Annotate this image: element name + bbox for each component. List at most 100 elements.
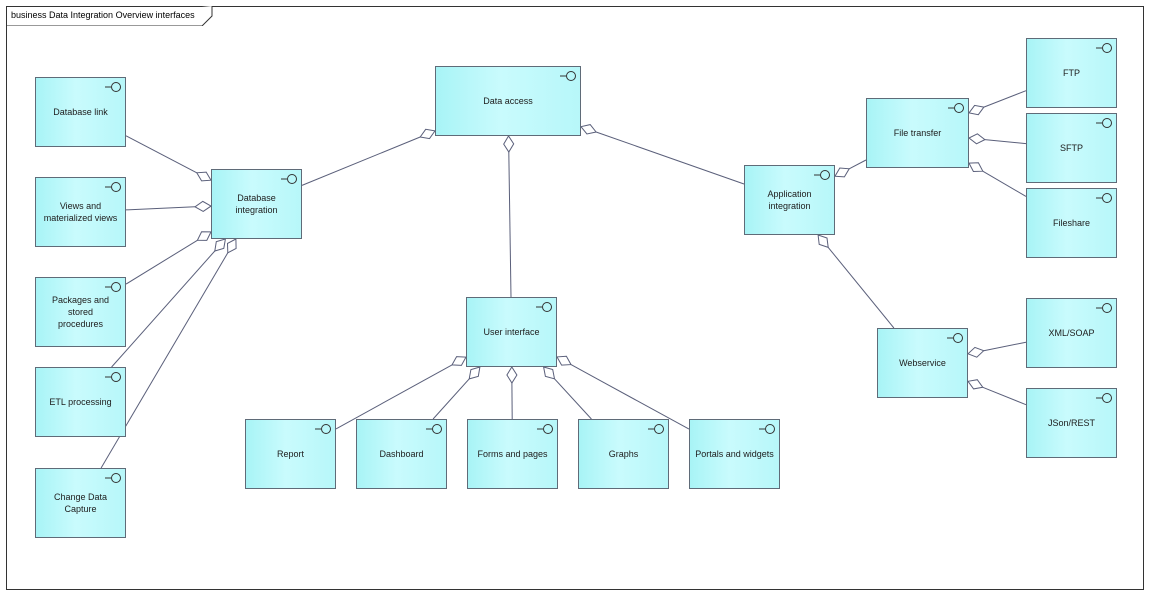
node-label: XML/SOAP (1048, 328, 1095, 338)
interface-circle-icon (105, 372, 121, 382)
node-label: Dashboard (379, 449, 424, 459)
node-label: Report (276, 449, 304, 459)
aggregation-diamond-icon (419, 128, 436, 140)
node-label: Views and materialized views (43, 201, 118, 223)
interface-circle-icon (537, 424, 553, 434)
node-label: Graphs (608, 449, 639, 459)
node-data-access[interactable]: Data access (435, 66, 581, 136)
node-file-transfer[interactable]: File transfer (866, 98, 969, 168)
connector-packages-to-database_integration[interactable] (125, 231, 212, 285)
interface-circle-icon (105, 282, 121, 292)
interface-circle-icon (814, 170, 830, 180)
interface-circle-icon (426, 424, 442, 434)
node-database-integration[interactable]: Database integration (211, 169, 302, 239)
connector-report-to-user_interface[interactable] (335, 356, 467, 430)
aggregation-diamond-icon (967, 346, 985, 358)
aggregation-diamond-icon (214, 238, 227, 252)
aggregation-diamond-icon (226, 238, 237, 254)
node-json-rest[interactable]: JSon/REST (1026, 388, 1117, 458)
node-portals-and-widgets[interactable]: Portals and widgets (689, 419, 780, 489)
node-label: User interface (483, 327, 540, 337)
connector-forms-to-user_interface[interactable] (506, 366, 518, 420)
diagram-title: business Data Integration Overview inter… (11, 10, 195, 20)
interface-circle-icon (759, 424, 775, 434)
node-label: Fileshare (1052, 218, 1090, 228)
connector-fileshare-to-file_transfer[interactable] (968, 162, 1027, 197)
node-label: FTP (1063, 68, 1080, 78)
connector-database_integration-to-data_access[interactable] (301, 128, 436, 186)
connector-etl-to-database_integration[interactable] (111, 238, 227, 368)
connector-line (508, 151, 512, 298)
aggregation-diamond-icon (194, 200, 212, 212)
node-label: Application integration (767, 189, 812, 211)
connector-line (984, 139, 1027, 145)
connector-line (827, 247, 895, 329)
node-user-interface[interactable]: User interface (466, 297, 557, 367)
interface-circle-icon (105, 82, 121, 92)
aggregation-diamond-icon (817, 234, 829, 249)
connector-graphs-to-user_interface[interactable] (542, 366, 592, 420)
connector-webservice-to-application_integration[interactable] (817, 234, 895, 329)
interface-circle-icon (536, 302, 552, 312)
connector-json_rest-to-webservice[interactable] (967, 379, 1027, 406)
node-webservice[interactable]: Webservice (877, 328, 968, 398)
node-sftp[interactable]: SFTP (1026, 113, 1117, 183)
node-database-link[interactable]: Database link (35, 77, 126, 147)
node-views-and-materialized-views[interactable]: Views and materialized views (35, 177, 126, 247)
node-label: Webservice (899, 358, 946, 368)
interface-circle-icon (948, 103, 964, 113)
connector-line (125, 239, 198, 285)
node-application-integration[interactable]: Application integration (744, 165, 835, 235)
node-forms-and-pages[interactable]: Forms and pages (467, 419, 558, 489)
aggregation-diamond-icon (542, 366, 556, 380)
node-fileshare[interactable]: Fileshare (1026, 188, 1117, 258)
node-label: Data access (483, 96, 533, 106)
connector-line (125, 206, 196, 211)
node-graphs[interactable]: Graphs (578, 419, 669, 489)
node-etl-processing[interactable]: ETL processing (35, 367, 126, 437)
connector-line (125, 135, 198, 174)
interface-circle-icon (1096, 43, 1112, 53)
interface-circle-icon (105, 473, 121, 483)
node-label: Database link (53, 107, 108, 117)
connector-line (983, 90, 1027, 108)
node-ftp[interactable]: FTP (1026, 38, 1117, 108)
aggregation-diamond-icon (195, 171, 212, 182)
node-xml-soap[interactable]: XML/SOAP (1026, 298, 1117, 368)
aggregation-diamond-icon (506, 366, 518, 384)
connector-line (554, 378, 592, 420)
interface-circle-icon (1096, 393, 1112, 403)
node-label: Database integration (235, 193, 278, 215)
aggregation-diamond-icon (451, 356, 467, 366)
aggregation-diamond-icon (968, 104, 985, 116)
interface-circle-icon (1096, 118, 1112, 128)
interface-circle-icon (105, 182, 121, 192)
aggregation-diamond-icon (968, 162, 984, 173)
connector-dashboard-to-user_interface[interactable] (432, 366, 481, 420)
node-dashboard[interactable]: Dashboard (356, 419, 447, 489)
connector-line (111, 250, 216, 368)
aggregation-diamond-icon (968, 133, 986, 145)
node-report[interactable]: Report (245, 419, 336, 489)
node-change-data-capture[interactable]: Change Data Capture (35, 468, 126, 538)
connector-portals-to-user_interface[interactable] (556, 355, 690, 430)
connector-database_link-to-database_integration[interactable] (125, 135, 212, 182)
connector-views-to-database_integration[interactable] (125, 200, 212, 212)
connector-application_integration-to-data_access[interactable] (580, 124, 745, 185)
connector-line (595, 131, 745, 185)
aggregation-diamond-icon (967, 379, 984, 390)
node-packages-and-stored-procedures[interactable]: Packages and stored procedures (35, 277, 126, 347)
connector-ftp-to-file_transfer[interactable] (968, 90, 1027, 116)
aggregation-diamond-icon (556, 355, 572, 366)
interface-circle-icon (281, 174, 297, 184)
connector-sftp-to-file_transfer[interactable] (968, 133, 1027, 145)
connector-xml_soap-to-webservice[interactable] (967, 341, 1027, 358)
connector-file_transfer-to-application_integration[interactable] (834, 159, 867, 178)
aggregation-diamond-icon (196, 231, 212, 241)
title-tab-shape (6, 6, 213, 26)
node-label: File transfer (893, 128, 942, 138)
node-label: SFTP (1059, 143, 1083, 153)
connector-line (848, 159, 867, 170)
connector-user_interface-to-data_access[interactable] (503, 135, 515, 298)
